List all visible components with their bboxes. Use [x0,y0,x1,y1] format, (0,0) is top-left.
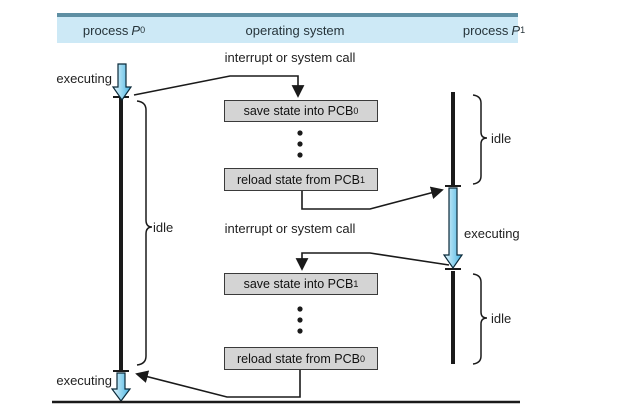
p0-executing-label-bottom: executing [56,373,112,388]
header-operating-system: operating system [220,17,370,43]
p1-idle-brace-top [472,94,488,185]
dots-bottom-1 [297,306,303,312]
interrupt-label-top: interrupt or system call [224,50,356,65]
p1-executing-arrow [442,187,464,270]
p1-executing-label: executing [464,226,520,241]
dots-top-2 [297,141,303,147]
p0-executing-arrow-top [111,63,133,102]
p0-idle-label: idle [153,220,174,235]
os-box-reload-pcb1-text: reload state from PCB [237,172,360,187]
header-band [57,17,518,43]
dots-bottom-2 [297,317,303,323]
os-box-save-pcb0-text: save state into PCB [243,104,354,118]
arrow-reload-pcb0-to-p0 [135,370,301,398]
p1-idle-label-top: idle [491,131,512,146]
header-process-p1-var: P [511,22,521,38]
dots-bottom-3 [297,328,303,334]
arrow-reload-pcb1-to-p1 [301,186,444,210]
header-process-p0-text: process [82,22,129,38]
arrow-p0-to-save-pcb0 [133,75,305,98]
p1-idle-brace-bottom [472,273,488,365]
header-process-p1-text: process [462,22,509,38]
dots-top-1 [297,130,303,136]
interrupt-label-bottom: interrupt or system call [224,221,356,236]
header-operating-system-text: operating system [245,22,345,38]
os-box-save-pcb1-text: save state into PCB [243,277,354,291]
dots-top-3 [297,152,303,158]
p1-idle-label-bottom: idle [491,311,512,326]
header-top-rule [57,13,518,17]
p0-idle-brace [136,100,153,366]
header-process-p0-var: P [131,22,141,38]
p0-executing-arrow-bottom [110,372,132,402]
os-box-reload-pcb0-text: reload state from PCB [237,351,360,366]
arrow-p1-to-save-pcb1 [295,252,450,271]
p0-executing-label-top: executing [56,71,112,86]
